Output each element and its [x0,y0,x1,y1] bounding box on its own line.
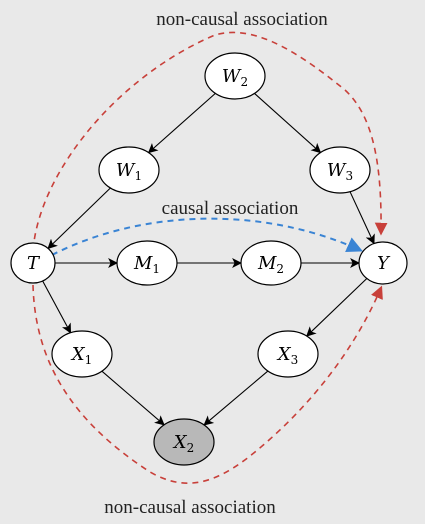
node-X3: X3 [257,330,319,378]
bottom-non-causal-label: non-causal association [104,497,276,518]
node-M1-label: M1 [133,253,160,276]
node-T: T [10,242,56,284]
node-T-label: T [27,253,41,274]
node-W2-label: W2 [222,66,248,89]
bottom-non-causal-path [32,284,383,484]
edge-W2-to-W3 [254,93,322,154]
node-M2-label: M2 [257,253,284,276]
node-M2-ellipse [240,240,302,286]
node-W2-ellipse [204,52,266,100]
edge-W1-to-T [47,187,111,250]
edge-Y-to-X3 [306,278,368,337]
node-W3-ellipse [309,146,371,194]
edges-layer [42,92,375,426]
edge-X1-to-X2 [101,370,165,426]
top-non-causal-label: non-causal association [156,9,328,30]
node-X2-ellipse [153,418,215,466]
node-X2-label: X2 [172,432,194,455]
node-X1-label: X1 [70,344,92,367]
causal-path [51,217,363,256]
node-W1: W1 [98,146,160,194]
edge-W3-to-Y [349,191,375,245]
node-W3: W3 [309,146,371,194]
node-X3-label: X3 [276,344,298,367]
node-M1: M1 [116,240,178,286]
node-Y-label: Y [377,253,391,274]
node-W1-ellipse [98,146,160,194]
node-W2: W2 [204,52,266,100]
node-X2: X2 [153,418,215,466]
edge-W2-to-W1 [147,92,216,154]
node-M1-ellipse [116,240,178,286]
edge-X3-to-X2 [203,370,269,426]
node-W1-label: W1 [116,160,142,183]
edge-T-to-X1 [42,280,72,334]
node-Y-ellipse [358,241,408,285]
node-T-ellipse [10,242,56,284]
node-W3-label: W3 [327,160,353,183]
causal-association-label: causal association [162,198,299,219]
node-X3-ellipse [257,330,319,378]
node-X1: X1 [51,330,113,378]
node-X1-ellipse [51,330,113,378]
node-Y: Y [358,241,408,285]
node-M2: M2 [240,240,302,286]
